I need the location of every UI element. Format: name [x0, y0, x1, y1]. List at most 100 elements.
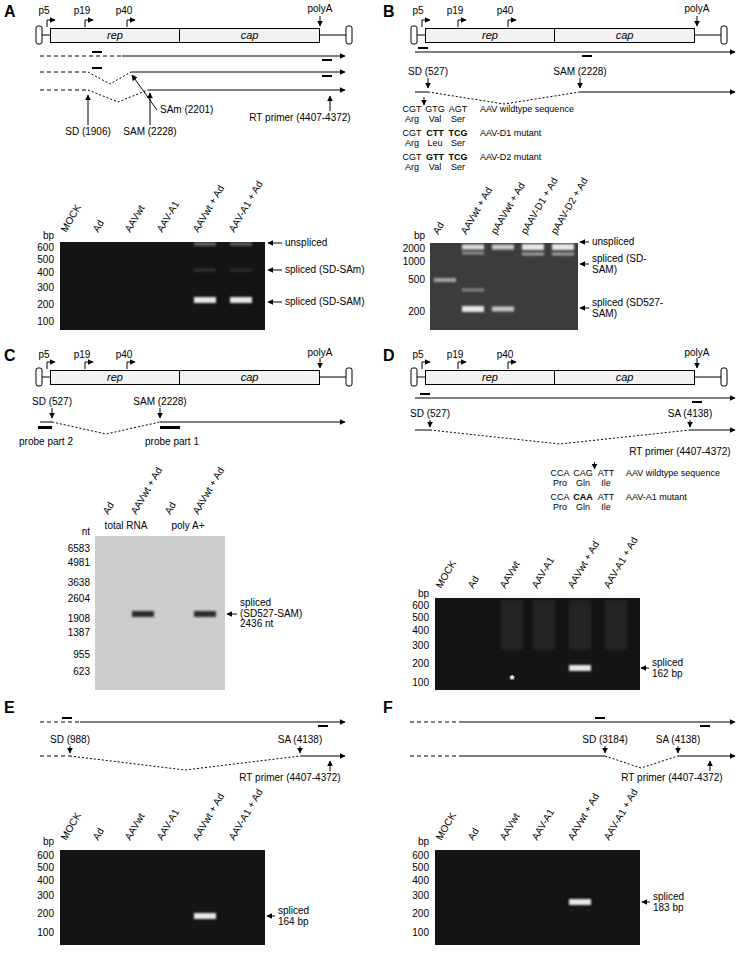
annotation-text: probe part 2 [19, 437, 73, 448]
gene-box: rep [425, 370, 555, 385]
size-marker: 955 [73, 650, 90, 661]
lane-label: AAV-A1 [155, 807, 181, 842]
site-arrow [605, 746, 606, 753]
transcript [415, 398, 735, 399]
gel-band [605, 600, 627, 650]
annotation-text: p5 [38, 6, 49, 17]
site-arrow [160, 408, 161, 418]
transcript [148, 90, 345, 91]
size-marker: 623 [73, 667, 90, 678]
transcript [40, 422, 52, 423]
lane-label: AAVwt + Ad [566, 540, 601, 590]
band-label: spliced 183 bp [653, 892, 698, 913]
size-marker: 200 [412, 909, 429, 920]
sequence-note: AAV wildtype sequence [480, 105, 574, 114]
transcript [300, 756, 345, 757]
annotation-text: SD (988) [50, 735, 90, 746]
gel-band [462, 252, 484, 255]
lane-label: AAV-A1 + Ad [227, 179, 264, 234]
site-arrow [594, 462, 595, 469]
annotation-text: probe part 1 [145, 437, 199, 448]
site-arrow [70, 746, 71, 753]
annotation-text: SA (4138) [668, 409, 712, 420]
annotation-text: SAm (2201) [160, 105, 213, 116]
panel-letter: F [383, 700, 393, 717]
lane-label: AAVwt + Ad [191, 792, 226, 842]
gel-band [434, 278, 456, 282]
transcript [460, 722, 735, 723]
sequence-text: Pro [553, 479, 567, 488]
lane-label: AAVwt + Ad [459, 186, 494, 236]
band-arrow [642, 902, 650, 903]
primer-mark [92, 51, 102, 53]
sequence-note: AAV wildtype sequence [626, 469, 720, 478]
annotation-text: p5 [38, 350, 49, 361]
sequence-text: CGT [403, 105, 422, 114]
size-marker: 600 [37, 851, 54, 862]
band-arrow [580, 264, 589, 265]
sequence-text: Arg [405, 115, 419, 124]
lane-label: AAV-A1 [155, 199, 181, 234]
promoter-arrow [422, 362, 430, 369]
gel-image [435, 598, 640, 690]
gene-name: cap [616, 372, 634, 383]
gene-box: cap [179, 28, 320, 43]
lane-label: AAV-A1 [530, 555, 556, 590]
lane-label: AAVwt [123, 204, 146, 234]
annotation-text: p40 [116, 350, 133, 361]
promoter-arrow [47, 362, 55, 369]
primer-mark [420, 393, 430, 395]
gene-box: rep [50, 28, 180, 43]
size-marker: nt [82, 527, 90, 538]
site-arrow [580, 78, 581, 88]
transcript [40, 722, 80, 723]
size-marker: 600 [412, 601, 429, 612]
band-label: unspliced [592, 237, 634, 248]
lane-label: Ad [101, 500, 116, 516]
band-arrow [268, 302, 282, 303]
lane-label: AAV-A1 + Ad [602, 787, 639, 842]
splice-junction [52, 422, 160, 434]
gel-band [230, 297, 252, 303]
primer-mark [322, 59, 332, 61]
sequence-note: AAV-A1 mutant [626, 493, 687, 502]
splice-junction [605, 756, 678, 768]
sequence-text: CTT [426, 129, 444, 138]
annotation-text: RT primer (4407-4372) [621, 773, 722, 784]
site-arrow [52, 408, 53, 418]
transcript [40, 756, 70, 757]
annotation-text: RT primer (4407-4372) [249, 113, 350, 124]
gel-band [533, 600, 555, 650]
promoter-arrow [47, 20, 55, 27]
annotation-text: SA (4138) [278, 735, 322, 746]
primer-mark [62, 717, 72, 719]
annotation-text: SA (4138) [656, 735, 700, 746]
gene-name: rep [482, 30, 498, 41]
lane-label: AAVwt + Ad [191, 466, 226, 516]
primer-mark [595, 717, 605, 719]
band-arrow [641, 668, 649, 669]
size-marker: bp [418, 589, 429, 600]
gel-band [194, 297, 216, 303]
primer-mark [700, 725, 710, 727]
gel-band [492, 245, 514, 250]
size-marker: bp [418, 837, 429, 848]
size-marker: 4981 [68, 558, 90, 569]
gel-band [552, 253, 574, 256]
band-arrow [227, 614, 237, 615]
sequence-text: CGT [403, 153, 422, 162]
sequence-note: AAV-D2 mutant [480, 153, 541, 162]
transcript [122, 56, 345, 57]
band-arrow [580, 308, 589, 309]
panel-letter: C [4, 348, 16, 365]
sequence-text: Arg [405, 139, 419, 148]
sequence-text: CCA [550, 493, 569, 502]
sequence-text: CCA [550, 469, 569, 478]
gene-box: cap [554, 370, 695, 385]
sequence-text: Ser [451, 139, 465, 148]
transcript [40, 56, 122, 57]
promoter-arrow [85, 362, 93, 369]
size-marker: 600 [412, 851, 429, 862]
annotation-text: polyA [684, 348, 709, 359]
